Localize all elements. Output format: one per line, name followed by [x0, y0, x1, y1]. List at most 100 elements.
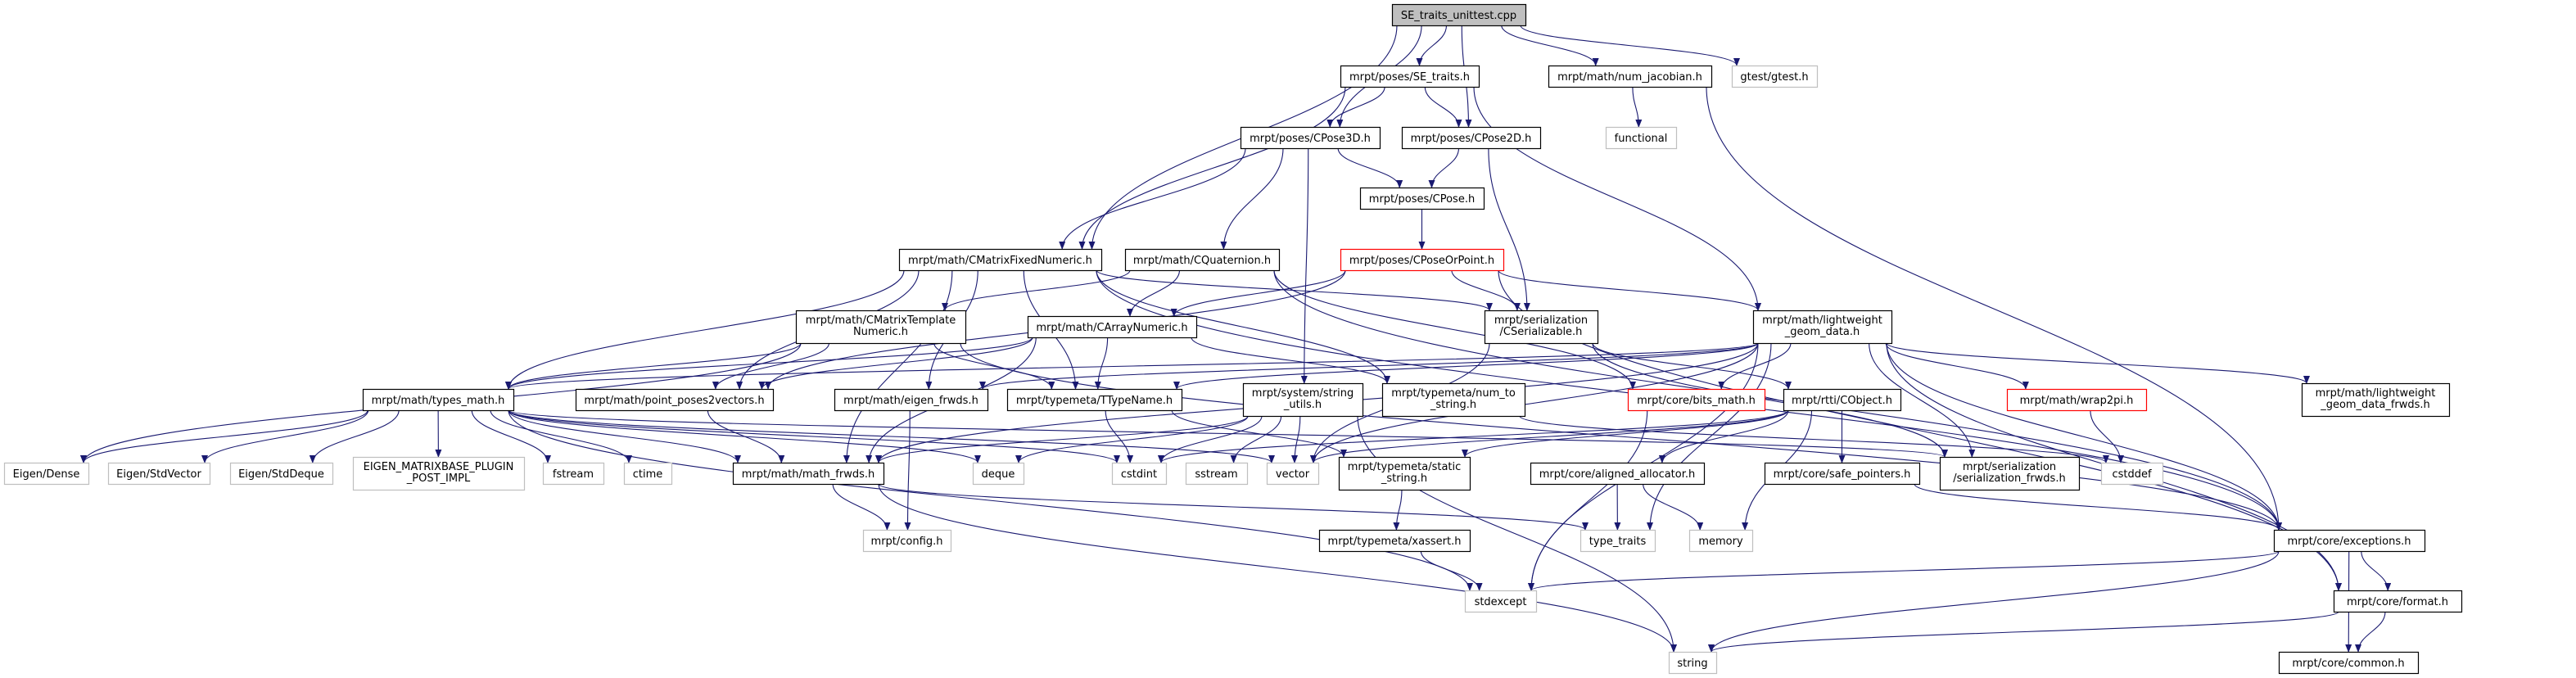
node-label: mrpt/poses/CPose3D.h: [1250, 133, 1371, 145]
node-wrap2pi[interactable]: mrpt/math/wrap2pi.h: [2006, 388, 2148, 412]
node-box: [1266, 462, 1320, 486]
edge-string_utils-to-string: [1357, 415, 1677, 653]
node-label: Eigen/Dense: [13, 468, 80, 481]
edge-CArrayNumeric-to-point_poses2vectors: [758, 337, 1033, 390]
node-label: mrpt/poses/CPoseOrPoint.h: [1349, 255, 1494, 267]
node-label: mrpt/rtti/CObject.h: [1792, 395, 1892, 407]
edge-CQuaternion-to-CArrayNumeric: [1127, 269, 1181, 317]
node-box: [229, 462, 334, 486]
edge-root-to-gtest: [1520, 25, 1740, 66]
edge-exceptions-to-format: [2361, 550, 2392, 591]
node-box: [1752, 310, 1893, 345]
node-label: mrpt/core/exceptions.h: [2288, 536, 2411, 548]
node-string_utils[interactable]: mrpt/system/string_utils.h: [1242, 382, 1364, 418]
node-box: [898, 248, 1103, 272]
node-label: cstddef: [2112, 468, 2152, 481]
node-label: sstream: [1195, 468, 1237, 481]
node-root[interactable]: SE_traits_unittest.cpp: [1391, 3, 1527, 27]
edge-CSerializable-to-serialization_frwds: [1592, 342, 1948, 458]
edge-CArrayNumeric-to-types_math: [505, 337, 1033, 390]
node-gtest: gtest/gtest.h: [1731, 65, 1819, 88]
edge-lightweight_geom_data-to-lightweight_frwds: [1886, 342, 2310, 384]
node-box: [1939, 456, 2081, 491]
node-lightweight_geom_data[interactable]: mrpt/math/lightweight_geom_data.h: [1752, 310, 1893, 345]
node-label: mrpt/math/num_jacobian.h: [1557, 71, 1702, 84]
node-box: [2006, 388, 2148, 412]
node-sstream: sstream: [1185, 462, 1249, 486]
node-label: mrpt/core/aligned_allocator.h: [1539, 468, 1696, 481]
node-aligned_allocator[interactable]: mrpt/core/aligned_allocator.h: [1530, 462, 1706, 486]
node-deque: deque: [972, 462, 1025, 486]
node-config: mrpt/config.h: [862, 529, 952, 553]
node-label: Eigen/StdDeque: [238, 468, 324, 481]
node-SE_traits[interactable]: mrpt/poses/SE_traits.h: [1340, 65, 1480, 88]
node-CSerializable[interactable]: mrpt/serialization/CSerializable.h: [1484, 310, 1599, 345]
node-box: [1318, 529, 1471, 553]
edge-CSerializable-to-CObject: [1592, 342, 1792, 390]
edge-num_to_string-to-cstddef: [1519, 415, 2109, 463]
node-box: [2273, 529, 2426, 553]
node-point_poses2vectors[interactable]: mrpt/math/point_poses2vectors.h: [575, 388, 775, 412]
node-safe_pointers[interactable]: mrpt/core/safe_pointers.h: [1764, 462, 1921, 486]
node-label: /CSerializable.h: [1500, 326, 1583, 338]
node-type_traits: type_traits: [1579, 529, 1656, 553]
node-CQuaternion[interactable]: mrpt/math/CQuaternion.h: [1124, 248, 1281, 272]
edge-math_frwds-to-config: [832, 483, 891, 531]
edge-CPose3D-to-string_utils: [1300, 147, 1309, 384]
edge-string_utils-to-cstdint: [1158, 415, 1263, 463]
node-memory: memory: [1688, 529, 1754, 553]
node-label: cstdint: [1121, 468, 1157, 481]
node-CArrayNumeric[interactable]: mrpt/math/CArrayNumeric.h: [1027, 315, 1198, 339]
node-box: [1401, 126, 1542, 150]
node-eigen_frwds[interactable]: mrpt/math/eigen_frwds.h: [834, 388, 989, 412]
node-CObject[interactable]: mrpt/rtti/CObject.h: [1783, 388, 1902, 412]
node-box: [862, 529, 952, 553]
node-CPose2D[interactable]: mrpt/poses/CPose2D.h: [1401, 126, 1542, 150]
node-label: mrpt/math/types_math.h: [372, 395, 505, 407]
node-xassert[interactable]: mrpt/typemeta/xassert.h: [1318, 529, 1471, 553]
node-math_frwds[interactable]: mrpt/math/math_frwds.h: [732, 462, 885, 486]
node-label: mrpt/poses/SE_traits.h: [1349, 71, 1470, 84]
node-label: mrpt/typemeta/xassert.h: [1328, 536, 1462, 548]
node-num_to_string[interactable]: mrpt/typemeta/num_to_string.h: [1381, 382, 1526, 418]
node-serialization_frwds[interactable]: mrpt/serialization/serialization_frwds.h: [1939, 456, 2081, 491]
node-label: mrpt/typemeta/num_to: [1391, 387, 1516, 400]
node-box: [1530, 462, 1706, 486]
nodes-layer: SE_traits_unittest.cpp mrpt/poses/SE_trai…: [3, 3, 2463, 675]
node-static_string[interactable]: mrpt/typemeta/static_string.h: [1338, 456, 1471, 491]
edge-types_math-to-EigenStdDeque: [309, 409, 400, 463]
node-TTypeName[interactable]: mrpt/typemeta/TTypeName.h: [1006, 388, 1183, 412]
node-box: [575, 388, 775, 412]
edge-CPoseOrPoint-to-CArrayNumeric: [1170, 269, 1346, 317]
node-label: ctime: [633, 468, 663, 481]
node-common[interactable]: mrpt/core/common.h: [2278, 651, 2420, 675]
edge-types_math-to-EigenDense: [80, 409, 368, 463]
node-lightweight_frwds[interactable]: mrpt/math/lightweight_geom_data_frwds.h: [2301, 382, 2451, 418]
node-box: [1242, 382, 1364, 418]
node-format[interactable]: mrpt/core/format.h: [2333, 590, 2463, 613]
edge-CPoseOrPoint-to-lightweight_geom_data: [1498, 269, 1761, 311]
node-EIGEN_PLUGIN: EIGEN_MATRIXBASE_PLUGIN_POST_IMPL: [352, 456, 526, 491]
edge-CQuaternion-to-CMatrixTemplateNumeric: [942, 269, 1131, 311]
node-EigenDense: Eigen/Dense: [3, 462, 90, 486]
node-label: SE_traits_unittest.cpp: [1401, 10, 1516, 22]
node-label: mrpt/core/common.h: [2292, 658, 2404, 670]
node-CPose3D[interactable]: mrpt/poses/CPose3D.h: [1240, 126, 1381, 150]
edge-bits_math-to-stdexcept: [1528, 409, 1648, 591]
node-exceptions[interactable]: mrpt/core/exceptions.h: [2273, 529, 2426, 553]
node-types_math[interactable]: mrpt/math/types_math.h: [362, 388, 515, 412]
node-CPose[interactable]: mrpt/poses/CPose.h: [1359, 187, 1485, 210]
node-box: [1548, 65, 1713, 88]
node-label: string: [1677, 658, 1707, 670]
node-CMatrixFixedNumeric[interactable]: mrpt/math/CMatrixFixedNumeric.h: [898, 248, 1103, 272]
node-bits_math[interactable]: mrpt/core/bits_math.h: [1627, 388, 1766, 412]
node-num_jacobian[interactable]: mrpt/math/num_jacobian.h: [1548, 65, 1713, 88]
node-CPoseOrPoint[interactable]: mrpt/poses/CPoseOrPoint.h: [1340, 248, 1505, 272]
edge-TTypeName-to-static_string: [1171, 409, 1347, 458]
edge-CObject-to-cstdint: [1158, 409, 1789, 463]
node-label: mrpt/math/CQuaternion.h: [1133, 255, 1271, 267]
edge-root-to-SE_traits: [1416, 25, 1448, 66]
edge-CMatrixTemplateNumeric-to-TTypeName: [933, 342, 1055, 390]
edge-CArrayNumeric-to-num_to_string: [1191, 337, 1390, 384]
